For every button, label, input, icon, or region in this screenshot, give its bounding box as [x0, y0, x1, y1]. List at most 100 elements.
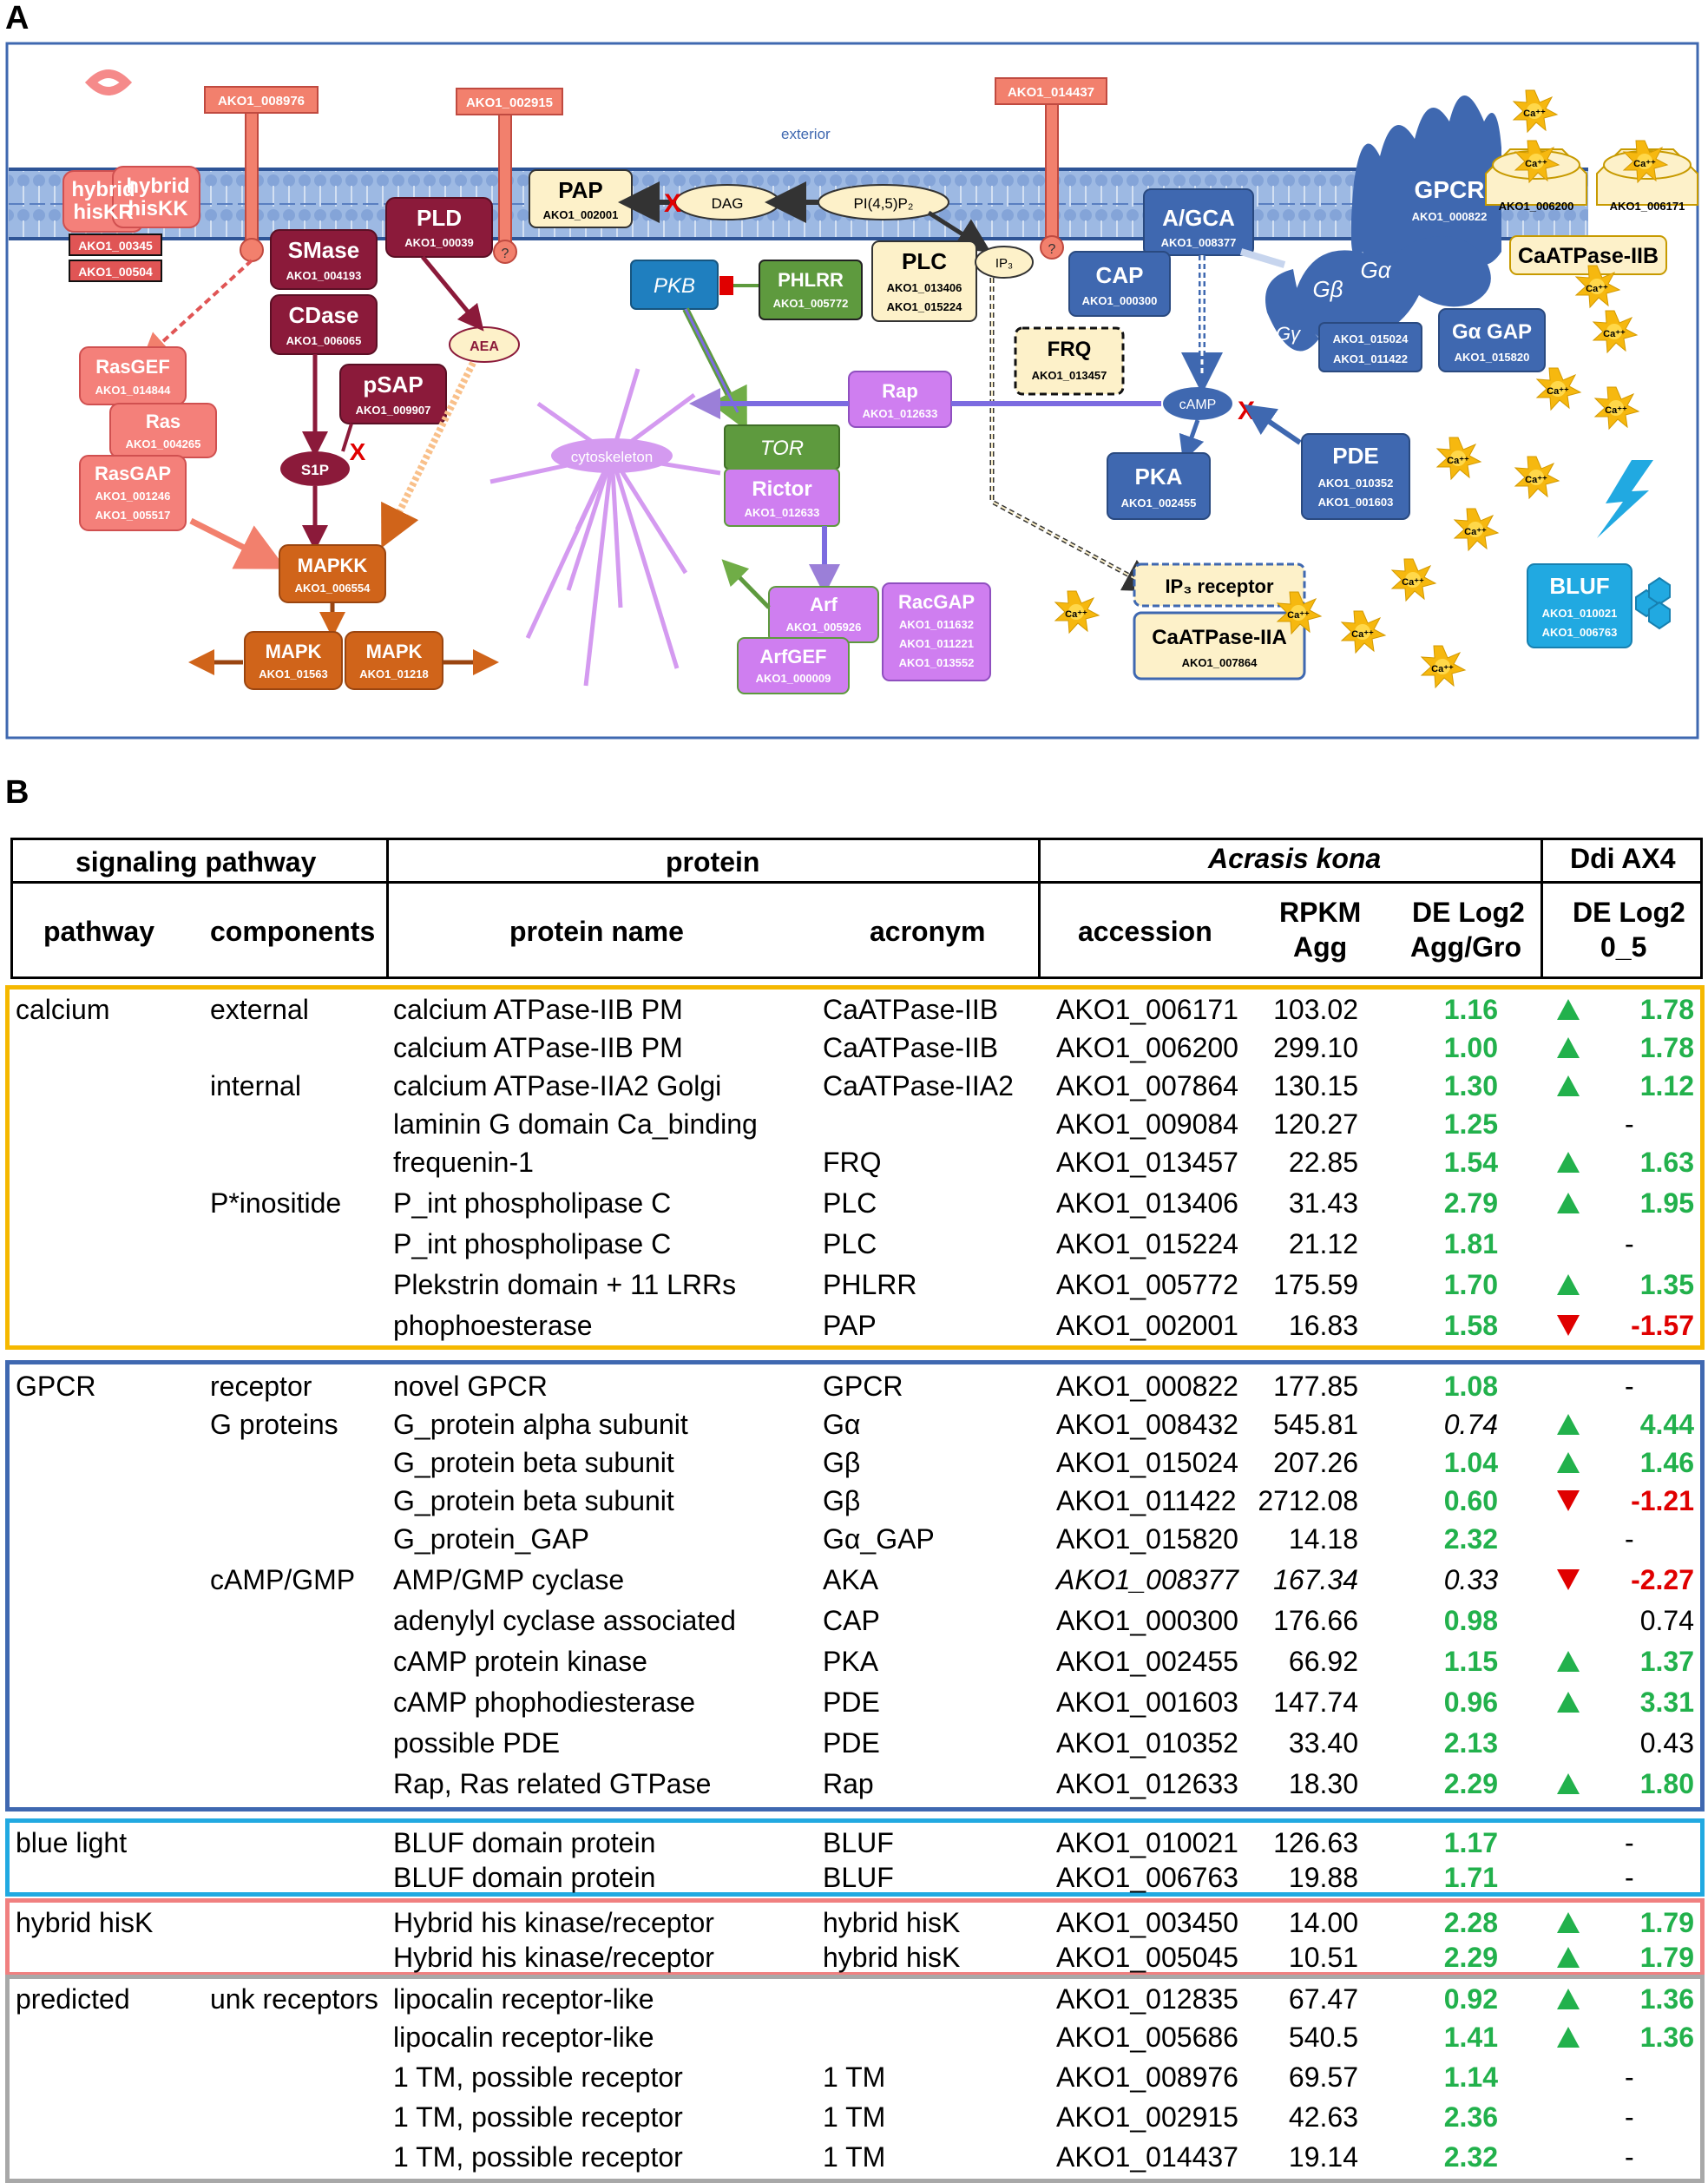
- hisk-r-label2: hisKR: [73, 201, 133, 224]
- phlrr-node: PHLRR AKO1_005772: [759, 260, 863, 320]
- up-arrow-icon: [1557, 1989, 1580, 2009]
- hisk-k-label1: hybrid: [126, 174, 189, 198]
- svg-text:AKO1_005772: AKO1_005772: [773, 297, 849, 310]
- header-ddi: Ddi AX4: [1570, 843, 1676, 874]
- gpcr-node: GPCR AKO1_000822: [1350, 95, 1501, 265]
- cell-acc: AKO1_013406: [1056, 1187, 1238, 1219]
- cell-name: calcium ATPase-IIB PM: [393, 994, 683, 1025]
- col-rule-1: [386, 838, 389, 978]
- down-arrow-icon: [1557, 1490, 1580, 1511]
- group-box: [5, 1818, 1705, 1897]
- cell-rpkm: 42.63: [1288, 2101, 1358, 2133]
- cell-ddi: -: [1625, 2141, 1634, 2173]
- cell-name: 1 TM, possible receptor: [393, 2061, 683, 2093]
- cell-rpkm: 299.10: [1273, 1032, 1358, 1063]
- tor-node: TOR: [724, 424, 840, 470]
- ip3-node: IP₃: [975, 246, 1034, 279]
- cell-acr: BLUF: [823, 1862, 894, 1893]
- cell-name: P_int phospholipase C: [393, 1187, 672, 1219]
- svg-text:AKO1_015024: AKO1_015024: [1333, 332, 1409, 345]
- cell-de: 0.60: [1443, 1485, 1498, 1516]
- cell-ddi: 1.37: [1639, 1646, 1694, 1677]
- down-arrow-icon: [1557, 1315, 1580, 1336]
- calcium-ions: Ca⁺⁺ Ca⁺⁺ Ca⁺⁺ Ca⁺⁺ Ca⁺⁺ Ca⁺⁺ Ca⁺⁺ Ca⁺⁺ …: [1054, 89, 1668, 688]
- cell-acr: Gα: [823, 1409, 861, 1440]
- cell-components: external: [210, 994, 309, 1025]
- cell-acc: AKO1_000300: [1056, 1605, 1238, 1636]
- cell-name: G_protein alpha subunit: [393, 1409, 688, 1440]
- up-arrow-icon: [1557, 1947, 1580, 1968]
- cell-pathway: blue light: [16, 1827, 128, 1858]
- cell-ddi: 1.36: [1639, 1983, 1694, 2015]
- cell-acr: Gβ: [823, 1485, 861, 1516]
- cell-acr: hybrid hisK: [823, 1907, 961, 1938]
- cell-name: 1 TM, possible receptor: [393, 2141, 683, 2173]
- cell-de: 1.71: [1443, 1862, 1498, 1893]
- hisk-acc2: AKO1_00504: [78, 265, 153, 279]
- table-header-rule: [10, 976, 1703, 979]
- svg-text:FRQ: FRQ: [1048, 338, 1092, 361]
- cell-acc: AKO1_002455: [1056, 1646, 1238, 1677]
- cell-acr: CaATPase-IIB: [823, 994, 999, 1025]
- pka-node: PKA AKO1_002455: [1107, 452, 1211, 520]
- svg-text:DAG: DAG: [712, 195, 744, 212]
- signaling-diagram: exterior hybrid hisKR hybrid hisKK AKO1_…: [5, 42, 1699, 740]
- svg-text:TOR: TOR: [760, 437, 804, 460]
- svg-text:IP₃ receptor: IP₃ receptor: [1165, 575, 1274, 597]
- svg-text:AKO1_011632: AKO1_011632: [899, 618, 974, 631]
- svg-text:Ca⁺⁺: Ca⁺⁺: [1633, 159, 1656, 169]
- cell-de: 1.54: [1443, 1147, 1498, 1178]
- cell-acc: AKO1_012835: [1056, 1983, 1238, 2015]
- cell-ddi: -: [1625, 1523, 1634, 1555]
- arfgef-node: ArfGEF AKO1_000009: [737, 637, 850, 694]
- caatpase-iib-node: AKO1_006200 AKO1_006171 CaATPase-IIB: [1485, 148, 1698, 275]
- cell-pathway: GPCR: [16, 1371, 96, 1402]
- svg-text:Arf: Arf: [810, 594, 838, 615]
- cell-acc: AKO1_012633: [1056, 1768, 1238, 1799]
- cell-pathway: calcium: [16, 994, 110, 1025]
- svg-text:PHLRR: PHLRR: [778, 269, 844, 291]
- cell-ddi: 0.74: [1639, 1605, 1694, 1636]
- cell-ddi: -1.21: [1631, 1485, 1694, 1516]
- cell-ddi: 0.43: [1639, 1727, 1694, 1759]
- cell-acr: FRQ: [823, 1147, 882, 1178]
- cell-de: 2.29: [1443, 1942, 1498, 1973]
- cell-acc: AKO1_001603: [1056, 1687, 1238, 1718]
- svg-text:AKO1_013457: AKO1_013457: [1032, 369, 1107, 382]
- cell-acr: PKA: [823, 1646, 879, 1677]
- cell-ddi: 1.46: [1639, 1447, 1694, 1478]
- pde-to-camp-arrow: [1244, 404, 1302, 445]
- cell-acr: Rap: [823, 1768, 874, 1799]
- cell-rpkm: 21.12: [1288, 1228, 1358, 1259]
- header-rpkm-agg: Agg: [1293, 931, 1348, 963]
- cell-ddi: 1.78: [1639, 994, 1694, 1025]
- cell-rpkm: 2712.08: [1258, 1485, 1358, 1516]
- cell-ddi: 1.12: [1639, 1070, 1694, 1101]
- tm-receptor-3: AKO1_014437 ?: [995, 77, 1107, 260]
- cell-acc: AKO1_006171: [1056, 994, 1238, 1025]
- cell-ddi: 1.78: [1639, 1032, 1694, 1063]
- svg-text:MAPK: MAPK: [366, 641, 423, 662]
- ga-gap-node: Gα GAP AKO1_015820: [1438, 308, 1546, 372]
- cell-acc: AKO1_006200: [1056, 1032, 1238, 1063]
- cell-rpkm: 14.00: [1288, 1907, 1358, 1938]
- svg-text:Ca⁺⁺: Ca⁺⁺: [1525, 159, 1547, 169]
- cell-de: 1.00: [1443, 1032, 1498, 1063]
- cell-rpkm: 10.51: [1288, 1942, 1358, 1973]
- cell-name: lipocalin receptor-like: [393, 2022, 654, 2053]
- cell-rpkm: 207.26: [1273, 1447, 1358, 1478]
- cell-name: novel GPCR: [393, 1371, 548, 1402]
- svg-text:Ca⁺⁺: Ca⁺⁺: [1447, 456, 1469, 466]
- cell-de: 2.36: [1443, 2101, 1498, 2133]
- arf-node: Arf AKO1_005926: [768, 586, 879, 643]
- cell-components: receptor: [210, 1371, 312, 1402]
- svg-text:AKO1_000009: AKO1_000009: [756, 672, 831, 685]
- svg-text:AKO1_011422: AKO1_011422: [1333, 352, 1408, 365]
- svg-text:AKO1_002915: AKO1_002915: [466, 95, 553, 110]
- svg-text:RasGAP: RasGAP: [95, 463, 171, 484]
- cell-de: 1.25: [1443, 1108, 1498, 1140]
- svg-text:AKO1_00039: AKO1_00039: [404, 236, 474, 249]
- svg-text:RasGEF: RasGEF: [95, 356, 170, 378]
- svg-text:PKA: PKA: [1135, 464, 1183, 490]
- up-arrow-icon: [1557, 1692, 1580, 1713]
